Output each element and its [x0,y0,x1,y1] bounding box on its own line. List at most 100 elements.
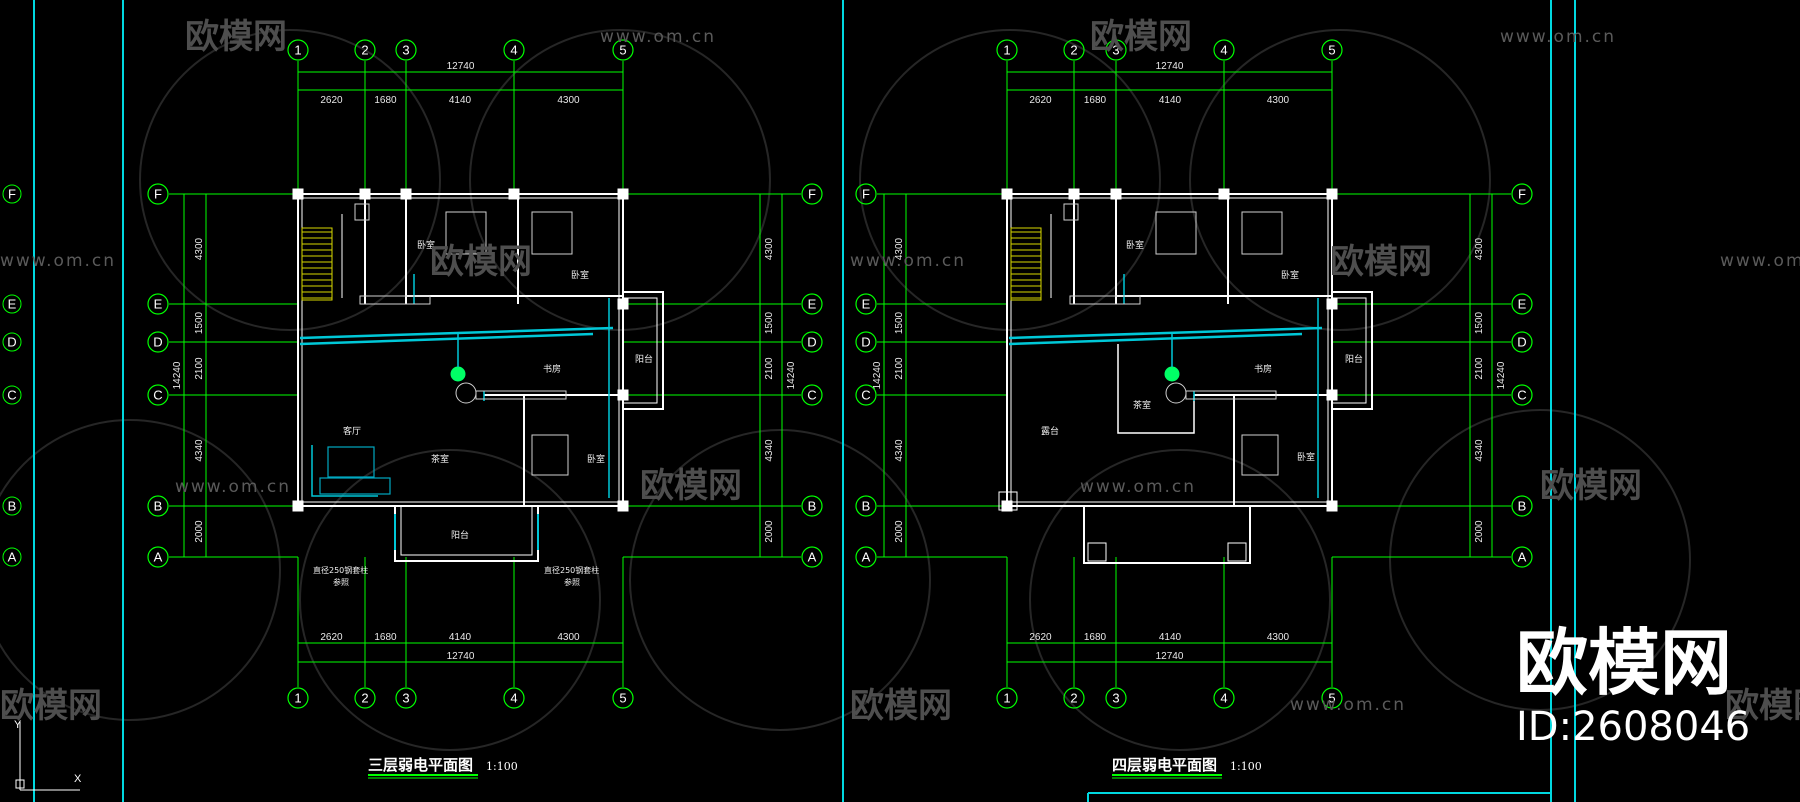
row-dim: 1500 [1474,311,1485,334]
building-walls [292,188,664,562]
axis-bubble [354,39,376,61]
watermark-url: www.om.cn [600,27,716,47]
axis-bubble [801,546,823,568]
watermark-brand: 欧模网 [1540,466,1642,506]
col-dim: 1680 [1084,95,1107,106]
axis-bubble [503,687,525,709]
watermark-circles [0,29,1691,751]
svg-text:Y: Y [14,719,22,731]
col-dim: 2620 [320,632,343,643]
axis-bubble [395,39,417,61]
room-label: 阳台 [451,529,469,541]
axis-bubble [1511,293,1533,315]
axis-bubble [1213,687,1235,709]
row-dim: 2000 [1474,520,1485,543]
col-dim: 2620 [1029,95,1052,106]
axis-bubble [855,183,877,205]
axis-label: D [1517,335,1526,350]
axis-bubble [1213,39,1235,61]
axis-label: 5 [619,43,626,58]
axis-bubble [801,183,823,205]
watermark-url: www.om.cn [1500,27,1616,47]
row-dim: 4340 [764,439,775,462]
room-label: 阳台 [1345,353,1363,365]
axis-label: 1 [1003,43,1010,58]
axis-label: D [153,335,162,350]
axis-bubble [612,39,634,61]
row-dim: 2000 [764,520,775,543]
total-width-dim: 12740 [1156,651,1184,662]
watermark-url: www.om.cn [1290,695,1406,715]
col-dim: 4140 [449,632,472,643]
axis-label: B [808,499,817,514]
col-dim: 2620 [1029,632,1052,643]
plan-title: 四层弱电平面图 [1112,756,1217,774]
axis-bubble [147,183,169,205]
axis-bubble [855,546,877,568]
col-dim: 1680 [1084,632,1107,643]
room-label: 阳台 [635,353,653,365]
col-dim: 4300 [557,632,580,643]
axis-bubble [147,331,169,353]
watermark-layer: 欧模网 www.om.cn 欧模网 www.om.cn www.om.cn 欧模… [0,17,1800,726]
axis-bubble [996,39,1018,61]
furniture [1063,203,1283,476]
staircase [1010,214,1052,301]
site-logo: 欧模网 [1516,621,1732,705]
axis-label: 5 [1328,43,1335,58]
room-label: 书房 [1254,363,1272,375]
plan-scale: 1:100 [1230,760,1262,773]
dimension-lines [883,71,1493,663]
watermark-brand: 欧模网 [430,242,532,282]
total-depth-dim: 14240 [1496,361,1507,389]
row-dim: 2000 [894,520,905,543]
watermark-brand: 欧模网 [850,686,952,726]
axis-bubble [395,687,417,709]
axis-bubble [612,687,634,709]
axis-label: A [808,550,817,565]
axis-bubble [1105,39,1127,61]
col-dim: 1680 [374,632,397,643]
watermark-brand: 欧模网 [1090,17,1192,57]
axis-label: 4 [510,43,517,58]
room-label: 卧室 [1126,239,1144,251]
axis-label: 5 [619,691,626,706]
axis-label: D [807,335,816,350]
axis-bubble [1321,687,1343,709]
total-depth-dim: 14240 [172,361,183,389]
axis-bubble [855,331,877,353]
axis-label: C [861,388,870,403]
watermark-url: www.om.cn [850,251,966,271]
row-dim: 4300 [764,237,775,260]
row-dim: 2100 [894,357,905,380]
watermark-url: www.om.cn [175,477,291,497]
ap-icon [450,366,466,382]
axis-label: 1 [1003,691,1010,706]
plan-scale: 1:100 [486,760,518,773]
axis-bubble [855,495,877,517]
axis-bubble [996,687,1018,709]
watermark-brand: 欧模网 [185,17,287,57]
room-label: 卧室 [1297,451,1315,463]
axis-bubble [1321,39,1343,61]
room-label: 茶室 [431,453,449,465]
axis-label: F [154,187,162,202]
col-dim: 4140 [1159,95,1182,106]
watermark-url: www.om.cn [1080,477,1196,497]
col-dim: 4140 [1159,632,1182,643]
axis-bubble [503,39,525,61]
row-dim: 4300 [1474,237,1485,260]
col-dim: 4300 [1267,632,1290,643]
column-note: 直径250钢套柱 [544,565,599,575]
row-dim: 4300 [194,237,205,260]
column-note: 直径250钢套柱 [313,565,368,575]
axis-bubble [1511,183,1533,205]
axis-label: A [154,550,163,565]
axis-label: 2 [361,691,368,706]
row-dim: 2100 [194,357,205,380]
dimension-lines [183,71,783,663]
